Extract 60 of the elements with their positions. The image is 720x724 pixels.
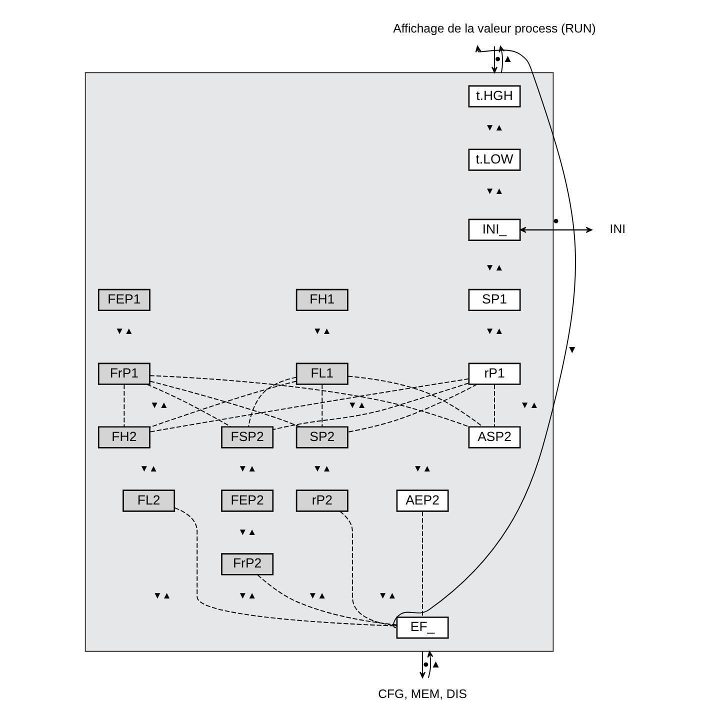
connector xyxy=(248,376,296,428)
node-box: AEP2 xyxy=(396,490,448,512)
label: ▼▲ xyxy=(484,186,504,197)
connector xyxy=(256,574,397,626)
label: ▼▲ xyxy=(138,463,158,474)
edge-label: ▲ xyxy=(430,659,440,670)
node-box: FL1 xyxy=(295,362,348,385)
edge-label: ● xyxy=(494,54,500,66)
node-box: SP2 xyxy=(295,426,348,448)
label: ▼▲ xyxy=(378,590,396,602)
node-box: t.HGH xyxy=(468,85,520,108)
arrow xyxy=(490,46,498,74)
node-box: ASP2 xyxy=(468,426,520,448)
node-text: INI xyxy=(609,222,625,236)
connector xyxy=(347,376,483,428)
connector xyxy=(174,507,397,626)
connector xyxy=(321,384,322,428)
node-text: Affichage de la valeur process (RUN) xyxy=(392,21,596,36)
node-box: EF_ xyxy=(396,616,448,639)
label: ▼▲ xyxy=(312,326,332,338)
node-box: t.LOW xyxy=(468,148,520,171)
node-box: FEP2 xyxy=(220,490,274,512)
node-box: SP1 xyxy=(468,288,520,312)
node-box: rP1 xyxy=(468,362,520,385)
edge-label: ● xyxy=(422,659,428,670)
label: ▼▲ xyxy=(237,526,256,538)
label: ▼▲ xyxy=(308,590,326,602)
node-box: INI_ xyxy=(468,218,520,241)
node-box: FEP1 xyxy=(97,288,150,312)
node-box: FrP2 xyxy=(220,553,274,576)
cluster xyxy=(84,72,554,652)
connector xyxy=(346,384,477,433)
label: ▼▲ xyxy=(520,400,538,411)
node-text: CFG, MEM, DIS xyxy=(378,687,466,702)
edge-label: ● xyxy=(552,216,559,228)
node-box: FrP1 xyxy=(97,362,150,385)
edge-label: ▲ xyxy=(502,54,512,66)
arrow xyxy=(419,650,426,678)
node-box: FL2 xyxy=(122,490,175,512)
label: ▼▲ xyxy=(312,463,332,474)
label: ▼▲ xyxy=(114,326,134,338)
label: ▼▲ xyxy=(484,262,504,274)
node-box: FSP2 xyxy=(220,426,274,448)
label: ▼▲ xyxy=(237,463,256,474)
edge-label: ▼ xyxy=(566,344,577,356)
label: ▼▲ xyxy=(412,463,432,474)
connector xyxy=(272,382,469,430)
label: ▼▲ xyxy=(149,400,168,411)
arrow xyxy=(426,650,433,678)
node-box: rP2 xyxy=(295,490,348,512)
node-box: FH1 xyxy=(295,288,348,312)
node-box: FH2 xyxy=(97,426,150,448)
label: ▼▲ xyxy=(152,590,171,602)
label: ▼▲ xyxy=(484,326,504,338)
connector xyxy=(123,384,124,428)
connector xyxy=(338,510,397,626)
label: ▼▲ xyxy=(484,122,504,134)
connector xyxy=(146,384,231,428)
label: ▼▲ xyxy=(237,590,256,602)
label: ▼▲ xyxy=(347,400,366,411)
